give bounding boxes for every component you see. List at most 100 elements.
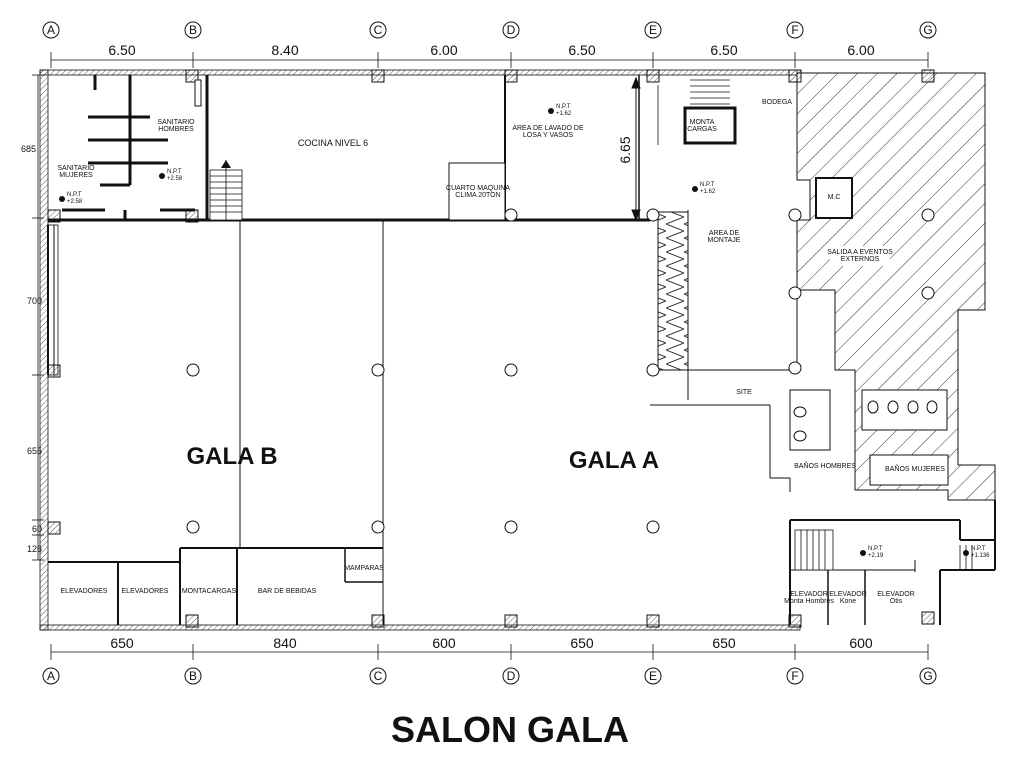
grid-label: D: [507, 23, 516, 37]
dimension-line-vertical: [631, 76, 641, 222]
grid-marker-e-top: E: [644, 21, 662, 39]
dimension-label: 685: [21, 144, 36, 154]
grid-label: F: [791, 669, 798, 683]
grid-marker-d-bottom: D: [502, 667, 520, 685]
dimension-label: 126: [27, 544, 42, 554]
grid-label: C: [374, 669, 383, 683]
room-label-bar-bebidas: BAR DE BEBIDAS: [258, 588, 317, 595]
grid-label: C: [374, 23, 383, 37]
npt-label: N.P.T: [700, 182, 715, 188]
left-dimension-labels: 685 700 655 60 126: [21, 144, 42, 554]
npt-value: +1.62: [700, 189, 716, 195]
grid-marker-c-top: C: [369, 21, 387, 39]
room-label-salida-2: EXTERNOS: [841, 256, 880, 263]
dimension-label: 6.00: [847, 42, 874, 58]
npt-value: +1.136: [971, 553, 990, 559]
page-title: SALON GALA: [391, 709, 629, 750]
grid-label: D: [507, 669, 516, 683]
npt-value: +2.19: [868, 553, 884, 559]
stair-arrow-icon: [221, 160, 231, 168]
outer-walls: [39, 69, 801, 631]
dimension-label: 6.00: [430, 42, 457, 58]
grid-label: G: [923, 669, 932, 683]
grid-marker-a-top: A: [42, 21, 60, 39]
room-label-bodega: BODEGA: [762, 99, 792, 106]
npt-value: +1.62: [556, 111, 572, 117]
npt-value: +2.58: [67, 199, 83, 205]
room-label-cocina: COCINA NIVEL 6: [298, 138, 368, 148]
grid-axis-top: A B C D E F G: [42, 21, 937, 39]
stairs-right: [657, 79, 730, 145]
grid-label: F: [791, 23, 798, 37]
mc-room: [815, 177, 853, 219]
dimension-label: 60: [32, 524, 42, 534]
room-label-elevador-monta: ELEVADOR: [790, 591, 828, 598]
grid-marker-b-top: B: [184, 21, 202, 39]
room-label-banos-mujeres: BAÑOS MUJERES: [885, 464, 945, 473]
room-label-monta-cargas: MONTA: [690, 119, 715, 126]
grid-label: B: [189, 669, 197, 683]
room-label-sanitario-hombres: SANITARIO: [157, 119, 195, 126]
room-label-cuarto-maquina: CUARTO MAQUINA: [446, 185, 510, 192]
dimension-label: 600: [849, 635, 873, 651]
room-label-area-montaje: AREA DE: [709, 230, 740, 237]
grid-label: A: [47, 23, 55, 37]
hall-label-gala-a: GALA A: [569, 447, 659, 474]
grid-marker-f-top: F: [786, 21, 804, 39]
dimension-label: 650: [570, 635, 594, 651]
toilet-icons: [793, 400, 938, 442]
room-label-elevadores-2: ELEVADORES: [122, 588, 169, 595]
room-label-area-lavado-2: LOSA Y VASOS: [523, 132, 574, 139]
room-label-site: SITE: [736, 389, 752, 396]
level-markers: N.P.T+2.58 N.P.T+2.58 N.P.T+1.62 N.P.T+1…: [59, 104, 990, 559]
room-label-area-montaje-2: MONTAJE: [708, 237, 741, 244]
room-label-banos-hombres: BAÑOS HOMBRES: [794, 461, 856, 470]
stairs-left: [209, 160, 243, 221]
dimension-line-left: [32, 74, 44, 561]
grid-marker-c-bottom: C: [369, 667, 387, 685]
dimension-label: 6.50: [568, 42, 595, 58]
grid-marker-d-top: D: [502, 21, 520, 39]
npt-label: N.P.T: [67, 192, 82, 198]
room-label-elevador-otis-2: Otis: [890, 598, 903, 605]
column-squares: [47, 69, 935, 628]
level-marker: N.P.T+1.136: [963, 546, 990, 559]
grid-marker-e-bottom: E: [644, 667, 662, 685]
structural-columns: [186, 208, 935, 534]
room-label-monta-cargas-2: CARGAS: [687, 126, 717, 133]
level-marker: N.P.T+2.19: [860, 546, 884, 559]
grid-label: E: [649, 669, 657, 683]
vertical-dimension-label: 6.65: [617, 136, 633, 163]
npt-label: N.P.T: [556, 104, 571, 110]
room-label-mamparas: MAMPARAS: [344, 565, 384, 572]
hall-label-gala-b: GALA B: [186, 443, 277, 470]
npt-label: N.P.T: [167, 169, 182, 175]
room-label-area-lavado: AREA DE LAVADO DE: [512, 125, 584, 132]
dimension-label: 655: [27, 446, 42, 456]
grid-axis-bottom: A B C D E F G: [42, 667, 937, 685]
room-label-cuarto-maquina-2: CLIMA 20TON: [455, 192, 500, 199]
door-swing: [194, 79, 202, 107]
level-marker: N.P.T+1.62: [692, 182, 716, 195]
room-label-sanitario-hombres-2: HOMBRES: [158, 126, 194, 133]
grid-marker-a-bottom: A: [42, 667, 60, 685]
grid-marker-g-bottom: G: [919, 667, 937, 685]
grid-marker-g-top: G: [919, 21, 937, 39]
grid-label: A: [47, 669, 55, 683]
grid-label: E: [649, 23, 657, 37]
level-marker: N.P.T+1.62: [548, 104, 572, 117]
npt-label: N.P.T: [868, 546, 883, 552]
room-label-elevadores-1: ELEVADORES: [61, 588, 108, 595]
npt-value: +2.58: [167, 176, 183, 182]
grid-marker-f-bottom: F: [786, 667, 804, 685]
room-label-sanitario-mujeres-2: MUJERES: [59, 172, 93, 179]
kitchen-ramp: [657, 211, 689, 371]
cuarto-maquina-room: [448, 162, 506, 221]
room-label-mc: M.C: [828, 194, 841, 201]
room-label-elevador-monta-2: Monta Hombres: [784, 598, 834, 605]
dimension-label: 8.40: [271, 42, 298, 58]
restroom-block-left: [62, 75, 195, 220]
dimension-label: 6.50: [108, 42, 135, 58]
room-label-salida: SALIDA A EVENTOS: [827, 249, 893, 256]
